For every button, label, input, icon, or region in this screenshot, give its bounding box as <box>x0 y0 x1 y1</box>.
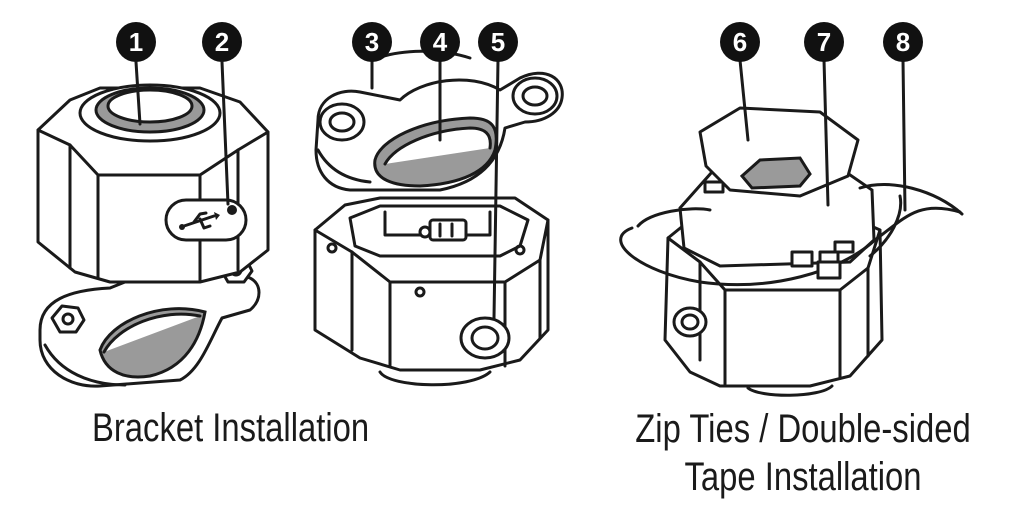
bracket-sensor-device <box>36 83 270 388</box>
exploded-bracket-device <box>313 49 564 387</box>
leader-1 <box>134 60 142 126</box>
callout-1-badge: 1 <box>116 22 156 62</box>
led-dot <box>227 205 237 215</box>
svg-text:8: 8 <box>896 27 910 57</box>
callout-7-badge: 7 <box>804 22 844 62</box>
ziptie-tape-device <box>619 58 964 397</box>
svg-text:3: 3 <box>365 27 379 57</box>
callout-8-badge: 8 <box>883 22 923 62</box>
svg-text:5: 5 <box>491 27 505 57</box>
bracket-installation-caption: Bracket Installation <box>92 406 370 450</box>
svg-text:2: 2 <box>215 27 229 57</box>
svg-text:4: 4 <box>433 27 448 57</box>
callout-4-badge: 4 <box>420 22 460 62</box>
svg-text:6: 6 <box>733 27 747 57</box>
callout-6-badge: 6 <box>720 22 760 62</box>
callout-5-badge: 5 <box>478 22 518 62</box>
ziptie-caption-line1: Zip Ties / Double-sided <box>635 407 971 451</box>
svg-text:1: 1 <box>129 27 143 57</box>
usb-icon <box>179 211 220 230</box>
leader-2 <box>220 60 230 206</box>
callout-3-badge: 3 <box>352 22 392 62</box>
ziptie-caption-line2: Tape Installation <box>684 455 922 499</box>
svg-text:7: 7 <box>817 27 831 57</box>
callout-2-badge: 2 <box>202 22 242 62</box>
